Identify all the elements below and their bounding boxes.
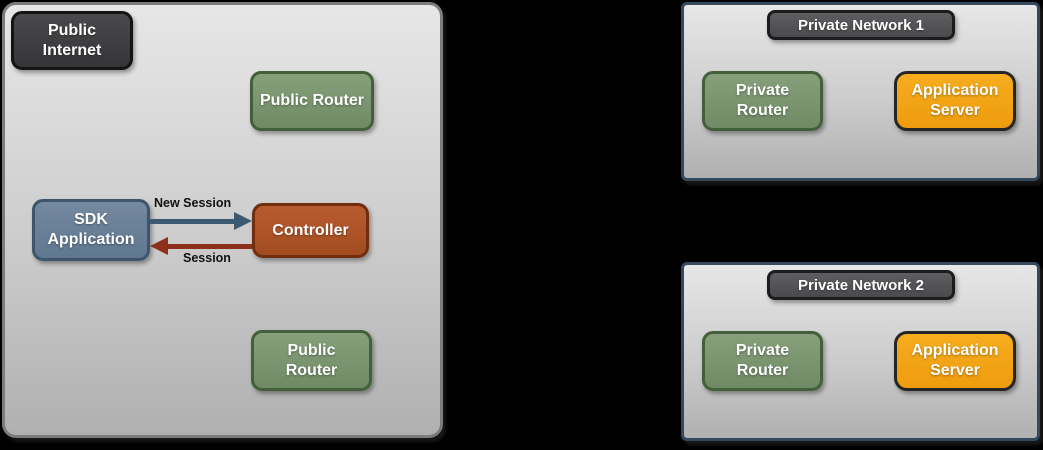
public-internet-label: Public Internet bbox=[11, 11, 133, 70]
new-session-arrow-label: New Session bbox=[154, 196, 232, 210]
private-network-2-server-node: Application Server bbox=[894, 331, 1016, 391]
public-internet-text: Public Internet bbox=[42, 21, 102, 59]
private-network-2-title-text: Private Network 2 bbox=[798, 276, 924, 294]
private-network-1-panel: Private Network 1 Private Router Applica… bbox=[681, 2, 1040, 181]
session-arrow-shaft bbox=[166, 244, 252, 249]
new-session-arrow-head-icon bbox=[234, 212, 252, 230]
private-network-2-title: Private Network 2 bbox=[767, 270, 955, 300]
public-internet-panel: Public Internet Public Router SDK Applic… bbox=[2, 2, 443, 438]
new-session-arrow-shaft bbox=[150, 219, 236, 224]
private-network-2-panel: Private Network 2 Private Router Applica… bbox=[681, 262, 1040, 441]
sdk-application-node: SDK Application bbox=[32, 199, 150, 261]
private-network-1-title-text: Private Network 1 bbox=[798, 16, 924, 34]
private-network-2-server-text: Application Server bbox=[911, 342, 999, 379]
public-router-bottom-text: Public Router bbox=[285, 341, 338, 379]
session-arrow-head-icon bbox=[150, 237, 168, 255]
public-router-top-node: Public Router bbox=[250, 71, 374, 131]
private-network-1-router-node: Private Router bbox=[702, 71, 823, 131]
private-network-1-server-text: Application Server bbox=[911, 82, 999, 119]
public-router-bottom-node: Public Router bbox=[251, 330, 372, 391]
private-network-1-server-node: Application Server bbox=[894, 71, 1016, 131]
public-router-top-text: Public Router bbox=[259, 92, 364, 110]
private-network-1-router-text: Private Router bbox=[735, 82, 790, 119]
sdk-application-text: SDK Application bbox=[47, 211, 135, 248]
controller-text: Controller bbox=[272, 221, 349, 239]
session-arrow-label: Session bbox=[183, 251, 231, 265]
controller-node: Controller bbox=[252, 203, 369, 258]
private-network-1-title: Private Network 1 bbox=[767, 10, 955, 40]
private-network-2-router-text: Private Router bbox=[735, 342, 790, 379]
private-network-2-router-node: Private Router bbox=[702, 331, 823, 391]
